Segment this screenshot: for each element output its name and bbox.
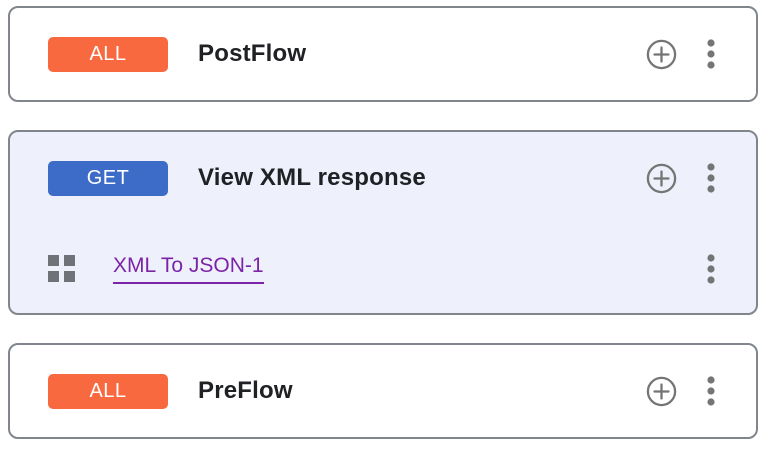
plus-circle-icon [646, 163, 677, 194]
policy-row: XML To JSON-1 [10, 224, 756, 313]
flow-list: ALL PostFlow [8, 6, 758, 439]
flow-header-row: ALL PreFlow [10, 345, 756, 437]
add-step-button[interactable] [646, 376, 677, 407]
flow-card-postflow[interactable]: ALL PostFlow [8, 6, 758, 102]
more-options-button[interactable] [707, 376, 715, 406]
plus-circle-icon [646, 39, 677, 70]
more-options-button[interactable] [707, 163, 715, 193]
method-badge: ALL [48, 36, 168, 72]
flow-title: PostFlow [198, 40, 307, 67]
grid-icon [48, 255, 75, 282]
add-step-button[interactable] [646, 39, 677, 70]
policy-link[interactable]: XML To JSON-1 [113, 254, 264, 284]
plus-circle-icon [646, 376, 677, 407]
kebab-menu-icon [707, 39, 715, 69]
flow-title: PreFlow [198, 377, 293, 404]
policy-more-options-button[interactable] [707, 253, 715, 284]
kebab-menu-icon [707, 163, 715, 193]
kebab-menu-icon [707, 253, 715, 284]
add-step-button[interactable] [646, 163, 677, 194]
kebab-menu-icon [707, 376, 715, 406]
flow-card-view-xml-response[interactable]: GET View XML response [8, 130, 758, 315]
flow-title: View XML response [198, 164, 426, 191]
method-badge: GET [48, 160, 168, 196]
flow-header-row: ALL PostFlow [10, 8, 756, 100]
flow-header-row: GET View XML response [10, 132, 756, 224]
flow-card-preflow[interactable]: ALL PreFlow [8, 343, 758, 439]
method-badge: ALL [48, 373, 168, 409]
more-options-button[interactable] [707, 39, 715, 69]
